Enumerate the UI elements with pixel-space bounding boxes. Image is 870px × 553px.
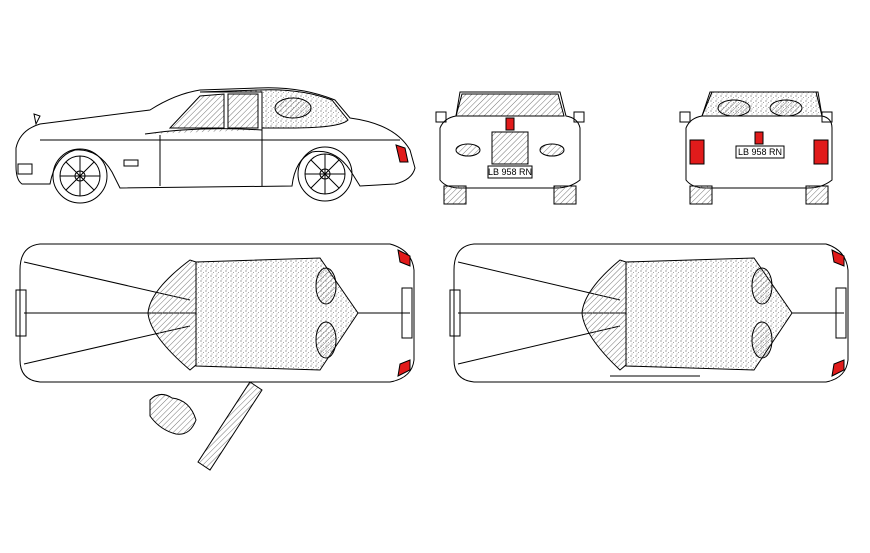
- side-roof: [199, 89, 349, 129]
- rear-tire-left: [689, 185, 713, 205]
- top-left-taillight-2: [397, 359, 411, 377]
- rear-badge: [754, 131, 764, 145]
- top-right-front-bumper: [449, 289, 461, 337]
- rear-window-left: [717, 99, 751, 117]
- front-headlight-right: [539, 143, 565, 157]
- top-right-rear-bumper: [835, 287, 847, 339]
- top-left-rear-bumper: [401, 287, 413, 339]
- top-view-closed: [449, 243, 849, 383]
- side-taillight: [395, 144, 409, 163]
- front-mirror-left: [435, 111, 447, 123]
- front-windshield: [455, 93, 565, 117]
- top-right-roof: [625, 257, 793, 371]
- top-left-open-door: [197, 381, 263, 471]
- side-window-rear: [227, 93, 259, 129]
- top-left-rear-window-1: [315, 267, 337, 305]
- top-right-body-outline: [453, 243, 849, 383]
- side-wheel-rear: [297, 146, 353, 202]
- front-grille: [491, 131, 529, 165]
- side-window-front: [168, 93, 225, 129]
- front-headlight-left: [455, 143, 481, 157]
- front-mirror-right: [573, 111, 585, 123]
- rear-window-right: [769, 99, 803, 117]
- side-headlight: [17, 163, 33, 175]
- rear-mirror-left: [679, 111, 691, 123]
- top-view-door-open: [15, 243, 415, 471]
- rear-taillight-right: [813, 139, 829, 165]
- top-left-seat: [149, 394, 197, 435]
- front-view: LB 958 RN: [435, 91, 585, 205]
- top-right-rear-window-1: [751, 267, 773, 305]
- top-left-body-outline: [19, 243, 415, 383]
- top-right-rear-window-2: [751, 321, 773, 359]
- front-tire-left: [443, 185, 467, 205]
- side-view: [15, 87, 416, 204]
- rear-plate: [735, 145, 785, 159]
- top-right-taillight-2: [831, 359, 845, 377]
- side-hood-ornament: [33, 113, 41, 126]
- rear-taillight-left: [689, 139, 705, 165]
- top-right-taillight-1: [831, 249, 845, 267]
- top-left-windshield: [147, 259, 197, 371]
- side-rear-quarter-window: [274, 97, 312, 119]
- front-badge: [505, 117, 515, 131]
- front-plate: [487, 165, 533, 179]
- rear-plate-text: LB 958 RN: [738, 147, 782, 157]
- front-plate-text: LB 958 RN: [488, 167, 532, 177]
- top-left-taillight-1: [397, 249, 411, 267]
- side-chrome-strip: [144, 128, 263, 135]
- rear-tire-right: [805, 185, 829, 205]
- top-left-rear-window-2: [315, 321, 337, 359]
- top-right-windshield: [581, 259, 627, 371]
- top-left-front-bumper: [15, 289, 27, 337]
- rear-view: LB 958 RN: [679, 91, 833, 205]
- front-tire-right: [553, 185, 577, 205]
- rear-mirror-right: [821, 111, 833, 123]
- side-wheel-front: [52, 148, 108, 204]
- side-body-outline: [15, 87, 416, 189]
- side-vent: [123, 159, 139, 167]
